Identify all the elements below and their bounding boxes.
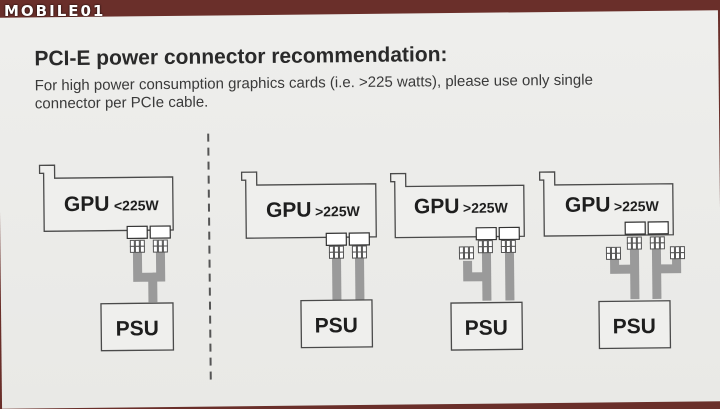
connector-8pin bbox=[498, 226, 520, 241]
connector-8pin bbox=[325, 232, 347, 246]
connector-8pin bbox=[126, 225, 148, 240]
gpu-label: GPU bbox=[64, 193, 110, 216]
psu-box-1 bbox=[100, 302, 175, 352]
diagram-card: PCI-E power connector recommendation: Fo… bbox=[0, 10, 720, 409]
connector-8pin bbox=[624, 221, 646, 235]
gpu-card-3 bbox=[389, 172, 525, 239]
psu-label: PSU bbox=[315, 314, 358, 337]
gpu-rating: <225W bbox=[114, 197, 160, 213]
config-4: GPU >225W PSU bbox=[538, 171, 686, 350]
watermark-logo: MOBILE01 bbox=[4, 2, 106, 20]
gpu-label: GPU bbox=[414, 195, 460, 218]
gpu-card-1 bbox=[38, 164, 174, 232]
config-2: GPU >225W PSU bbox=[240, 171, 377, 349]
gpu-card-2 bbox=[240, 171, 377, 239]
connector-8pin bbox=[647, 221, 669, 235]
connector-8pin bbox=[475, 226, 497, 241]
gpu-rating: >225W bbox=[315, 203, 361, 219]
connector-diagram: GPU <225W PSU GPU >225W bbox=[38, 133, 686, 382]
gpu-rating: >225W bbox=[463, 199, 509, 215]
psu-box-3 bbox=[450, 301, 524, 351]
gpu-label: GPU bbox=[565, 193, 611, 216]
cable-y-split bbox=[132, 244, 166, 303]
psu-label: PSU bbox=[465, 316, 508, 339]
psu-label: PSU bbox=[116, 317, 159, 340]
psu-label: PSU bbox=[613, 315, 656, 338]
gpu-card-4 bbox=[538, 171, 674, 237]
psu-box-4 bbox=[598, 300, 672, 350]
gpu-label: GPU bbox=[266, 199, 312, 222]
config-3: GPU >225W PSU bbox=[389, 172, 525, 351]
gpu-rating: >225W bbox=[614, 198, 660, 214]
cable-double-pigtail bbox=[610, 236, 682, 300]
connector-8pin bbox=[149, 225, 171, 239]
psu-box-2 bbox=[300, 299, 374, 349]
divider-line bbox=[207, 133, 212, 382]
connector-8pin bbox=[348, 232, 370, 246]
config-1: GPU <225W PSU bbox=[38, 164, 175, 352]
